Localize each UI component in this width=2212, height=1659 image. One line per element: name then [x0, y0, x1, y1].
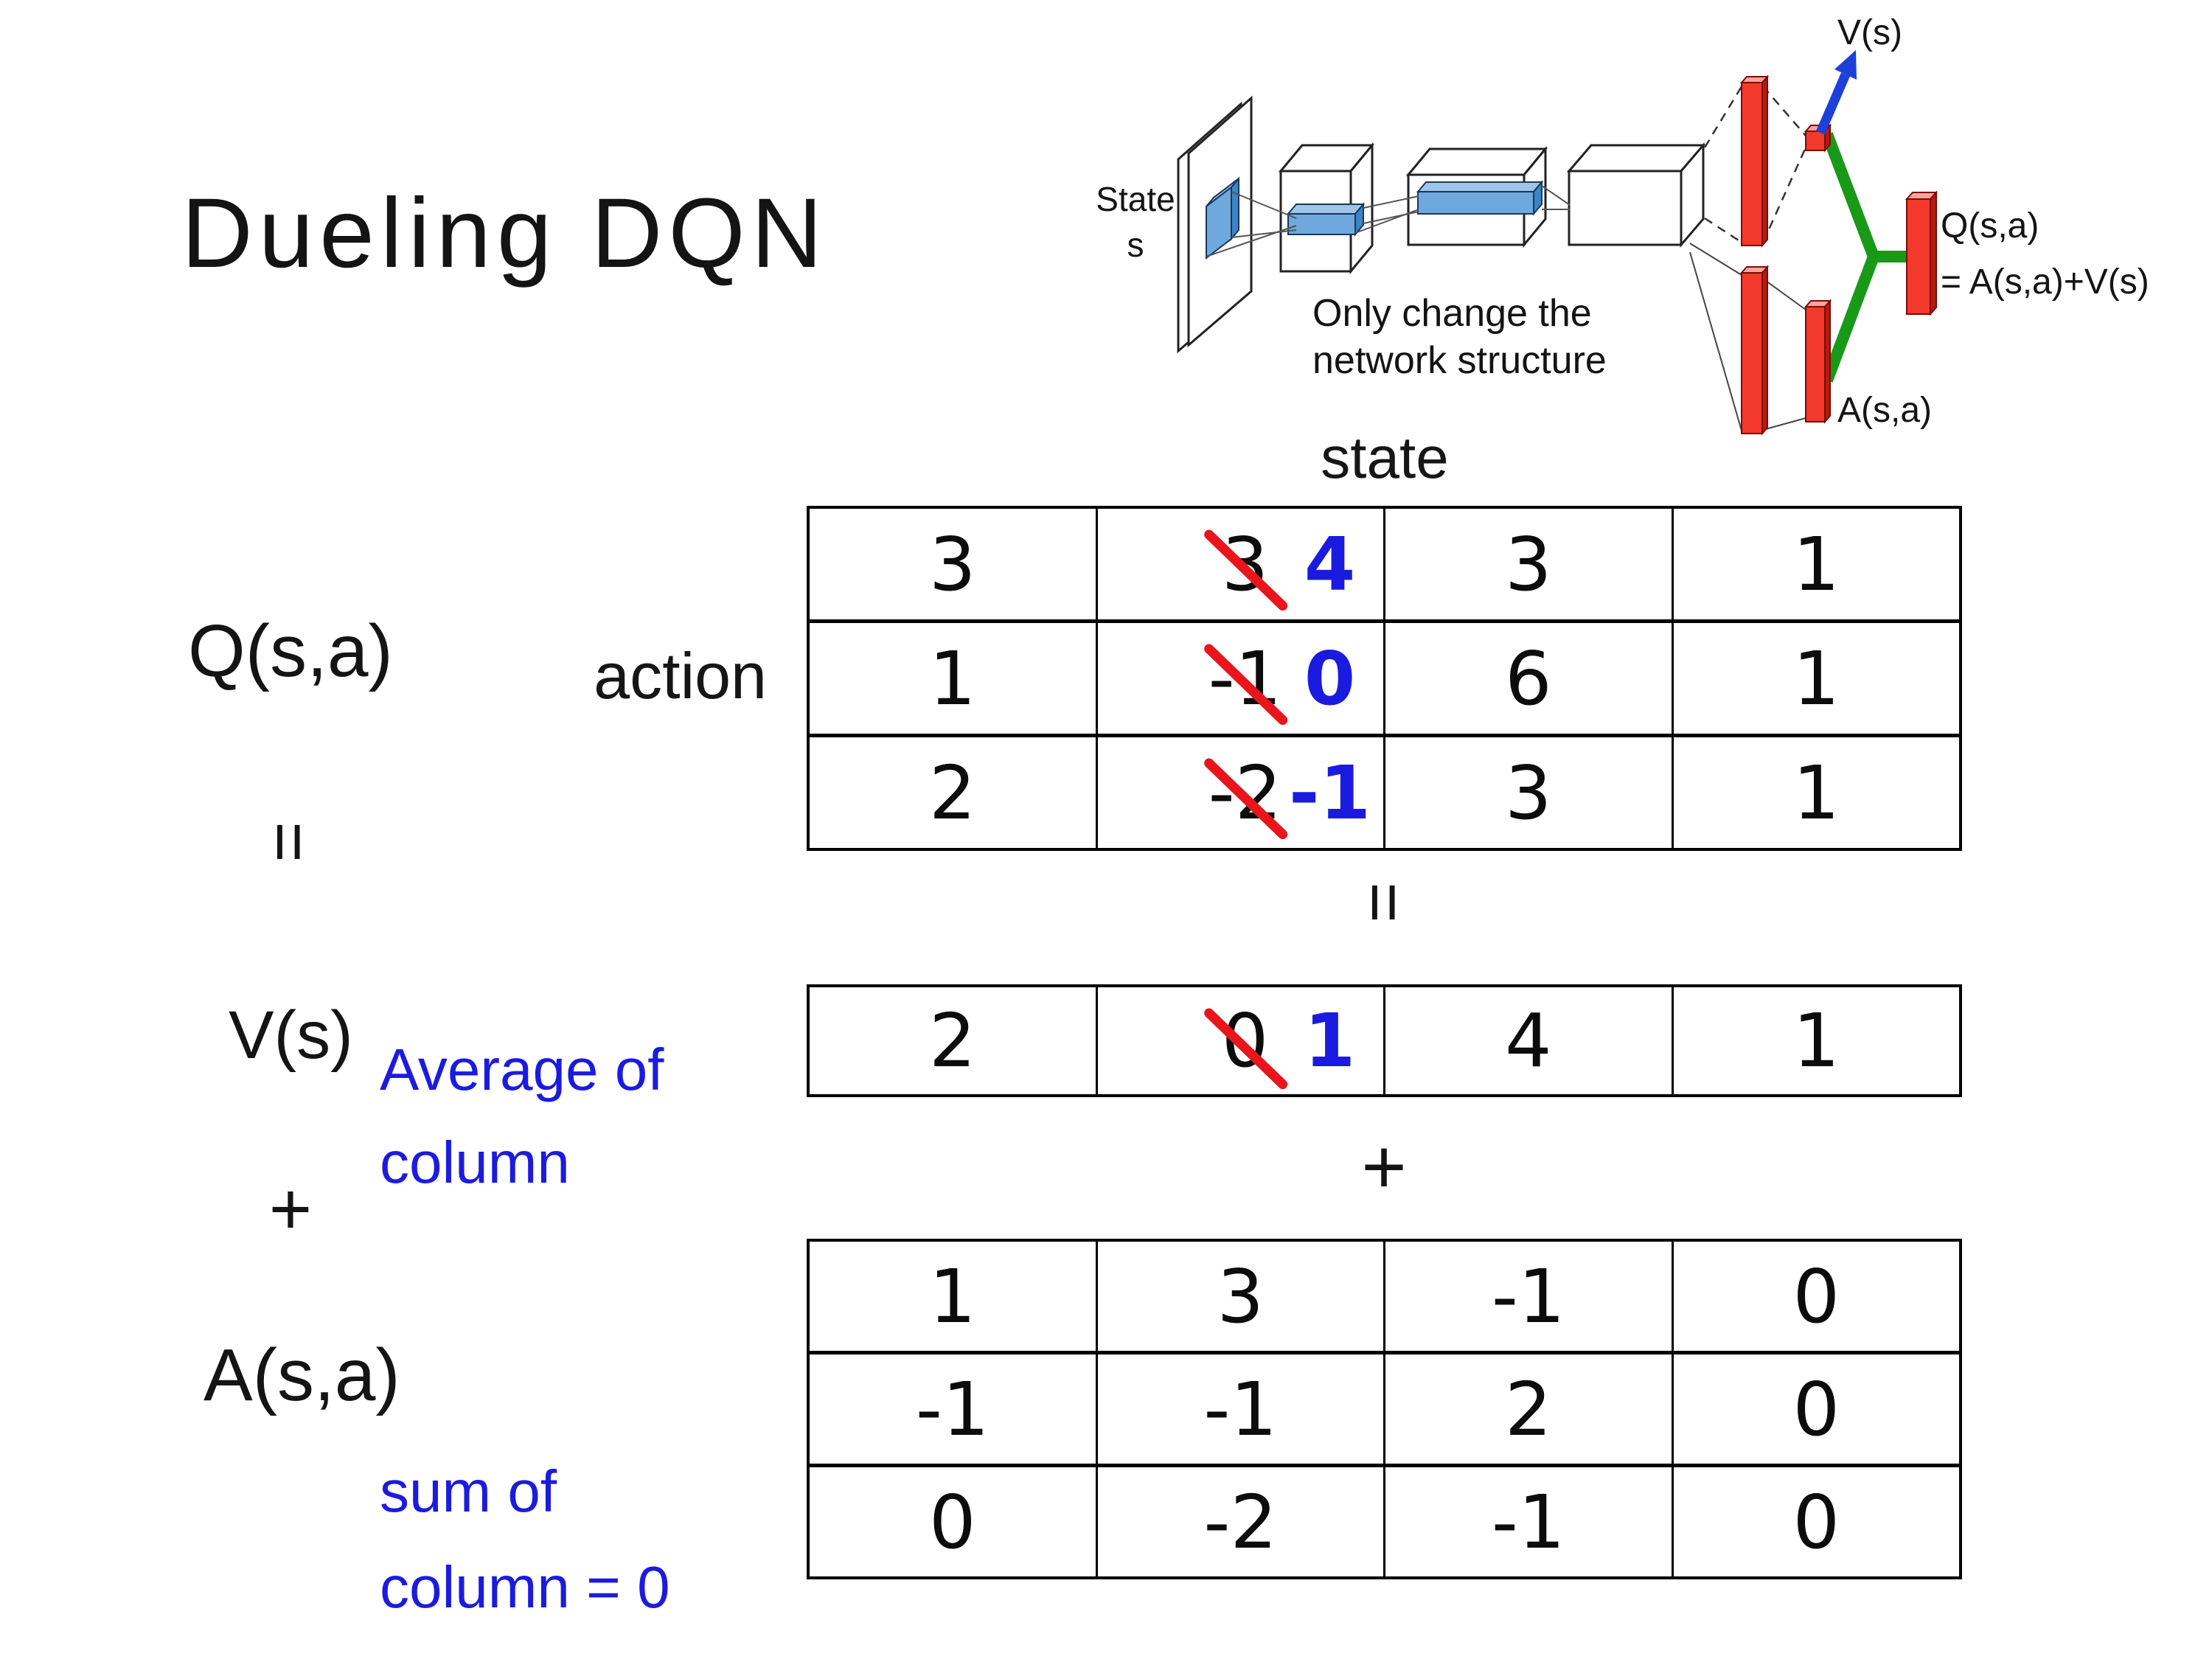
q-function-label: Q(s,a)	[188, 610, 393, 692]
note-line: Average of	[380, 1037, 664, 1102]
new-value: 4	[1304, 521, 1356, 608]
conv-filter-plate	[1206, 176, 1239, 260]
v-cell-modified: 0 1	[1098, 987, 1385, 1094]
v-function-label: V(s)	[229, 998, 353, 1073]
average-of-column-note: Average of column	[380, 1023, 664, 1210]
table-row: 1 -1 0 6 1	[810, 623, 1959, 737]
a-cell: -1	[1385, 1242, 1674, 1351]
diagram-state-s-label: s	[1127, 226, 1144, 264]
value-stream-dashed-lines	[1703, 83, 1807, 245]
a-cell: 2	[1385, 1354, 1674, 1464]
v-value-table: 2 0 1 4 1	[807, 984, 1962, 1097]
value-arrow	[1816, 50, 1857, 135]
dueling-network-diagram: State s V(s) Q(s,a) = A(s,a)+V(s) A(s,a)…	[1096, 13, 2149, 436]
q-cell: 1	[810, 623, 1098, 734]
a-cell: 0	[810, 1467, 1098, 1576]
page-title: Dueling DQN	[181, 178, 829, 288]
q-cell: 3	[810, 509, 1098, 619]
diagram-vs-label: V(s)	[1837, 13, 1902, 52]
advantage-bar	[1804, 299, 1832, 424]
q-cell: 1	[1792, 749, 1840, 836]
diagram-note-line2: network structure	[1312, 339, 1607, 382]
equals-sign-center: =	[1345, 882, 1424, 923]
fc-bar-upper	[1739, 74, 1770, 248]
table-row: 0 -2 -1 0	[810, 1467, 1959, 1576]
q-cell-modified: -2 -1	[1098, 737, 1385, 848]
advantage-table: 1 3 -1 0 -1 -1 2 0 0 -2 -1 0	[807, 1239, 1962, 1579]
q-cell: 3	[1385, 737, 1674, 848]
q-cell-modified: 3 4	[1098, 509, 1385, 619]
fc-bar-lower	[1739, 265, 1770, 436]
table-row: 3 3 4 3 1	[810, 509, 1959, 623]
conv-box-1	[1278, 142, 1375, 275]
q-cell: 1	[1792, 521, 1840, 608]
table-row: -1 -1 2 0	[810, 1354, 1959, 1467]
a-cell: 1	[810, 1242, 1098, 1351]
a-cell: -2	[1098, 1467, 1385, 1576]
diagram-q-formula-label: = A(s,a)+V(s)	[1941, 262, 2149, 302]
note-line: column	[380, 1130, 570, 1196]
advantage-stream-lines	[1689, 243, 1806, 431]
convolution-cone-lines	[1206, 185, 1571, 257]
note-line: column = 0	[380, 1554, 670, 1620]
v-cell: 4	[1385, 987, 1674, 1094]
a-cell: 0	[1792, 1478, 1840, 1565]
a-cell: 0	[1792, 1253, 1840, 1340]
new-value: -1	[1288, 749, 1371, 836]
q-value-table: 3 3 4 3 1 1 -1 0 6 1 2 -2 -1	[807, 506, 1962, 851]
a-cell: -1	[810, 1354, 1098, 1464]
q-cell: 6	[1385, 623, 1674, 734]
action-axis-label: action	[594, 639, 767, 712]
a-cell: -1	[1385, 1467, 1674, 1576]
diagram-asa-label: A(s,a)	[1837, 391, 1932, 430]
state-axis-label: state	[1321, 425, 1449, 490]
feature-slab-2	[1416, 180, 1544, 216]
q-cell: 3	[1385, 509, 1674, 619]
a-cell: 3	[1098, 1242, 1385, 1351]
table-row: 2 -2 -1 3 1	[810, 737, 1959, 848]
conv-box-3	[1566, 142, 1706, 248]
q-cell: 1	[1792, 635, 1840, 722]
diagram-note-line1: Only change the	[1312, 292, 1592, 335]
plus-sign-center: +	[1361, 1124, 1407, 1210]
table-row: 2 0 1 4 1	[810, 987, 1959, 1094]
q-output-bar	[1905, 190, 1938, 316]
merge-connector	[1821, 132, 1911, 383]
equals-sign-left: =	[250, 821, 329, 863]
v-cell: 2	[810, 987, 1098, 1094]
new-value: 1	[1304, 998, 1356, 1084]
table-row: 1 3 -1 0	[810, 1242, 1959, 1354]
note-line: sum of	[380, 1458, 557, 1524]
plus-sign-left: +	[268, 1167, 313, 1251]
q-cell-modified: -1 0	[1098, 623, 1385, 734]
feature-slab-1	[1286, 202, 1366, 237]
q-cell: 2	[810, 737, 1098, 848]
diagram-state-label: State	[1096, 180, 1175, 218]
a-function-label: A(s,a)	[204, 1334, 400, 1416]
a-cell: 0	[1792, 1366, 1840, 1453]
a-cell: -1	[1098, 1354, 1385, 1464]
sum-of-column-note: sum of column = 0	[380, 1444, 670, 1635]
new-value: 0	[1304, 635, 1356, 722]
diagram-qsa-label: Q(s,a)	[1941, 206, 2039, 246]
v-cell: 1	[1792, 998, 1840, 1084]
